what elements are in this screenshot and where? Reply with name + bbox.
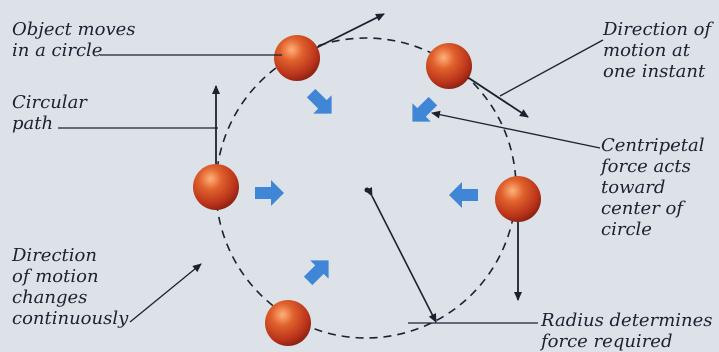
label-object-moves: Object moves in a circle [12,19,136,61]
force-arrow-top-left [306,88,332,114]
label-circular-path: Circular path [12,92,87,134]
label-radius-determines: Radius determines force required [541,310,713,352]
ball-upper-right [426,43,472,89]
label-direction-changes: Direction of motion changes continuously [12,245,129,329]
force-arrow-top-right [412,96,438,122]
ball-left [193,164,239,210]
label-direction-instant: Direction of motion at one instant [603,19,712,82]
ball-right [495,176,541,222]
label-centripetal-force: Centripetal force acts toward center of … [601,135,705,240]
radius-arrow [364,187,437,323]
leader-direction-changes [129,263,202,323]
ball-bottom [265,300,311,346]
force-arrow-right [449,182,478,208]
ball-top [274,35,320,81]
force-arrow-left [255,180,284,206]
leader-direction-instant [499,39,604,97]
force-arrow-bottom [303,260,329,286]
circle-center [364,187,370,193]
leader-centripetal [431,110,601,149]
